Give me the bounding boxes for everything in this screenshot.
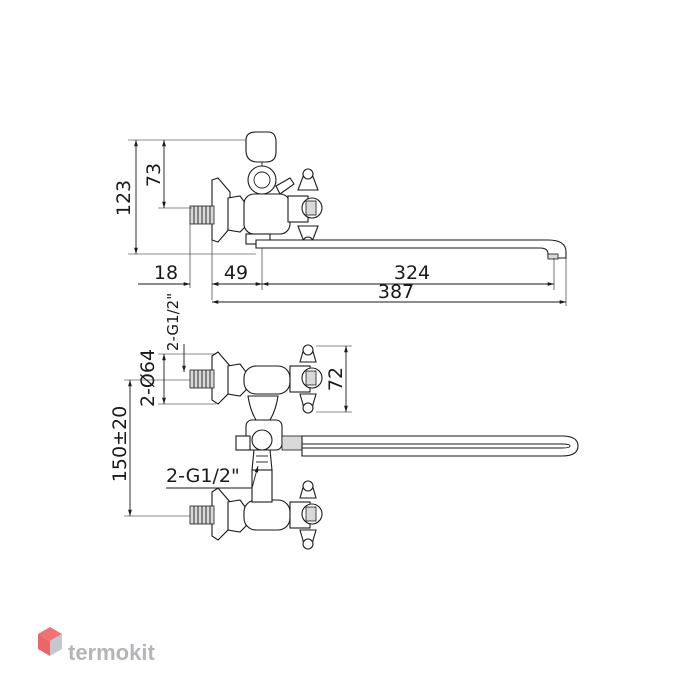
dim-73-label: 73 [143,163,165,187]
front-spout [301,435,579,457]
side-valve-cap-inner [305,200,317,216]
side-shower-holder [245,131,277,163]
front-diverter [235,395,303,471]
dim-flange-diameter: 2-Ø64 [137,349,216,407]
dim-123: 123 [113,139,256,255]
front-lower-valve [189,469,323,550]
side-wall-flange [211,177,231,243]
side-hex-nut [227,195,247,233]
front-view: 2-G1/2" 2-Ø64 [109,293,579,550]
dim-72: 72 [316,345,352,413]
side-thread-marks [193,206,211,224]
front-upper-valve [189,344,323,414]
watermark-logo: termokit [38,627,155,665]
dim-72-label: 72 [325,367,347,391]
dim-324-label: 324 [394,262,430,284]
side-diverter-knob [247,165,277,195]
dim-18: 18 [138,262,232,286]
dim-123-label: 123 [113,180,135,216]
dim-387-label: 387 [378,281,414,303]
dim-150: 150±20 [109,379,190,517]
dim-324: 324 [262,262,554,286]
dim-49-label: 49 [224,262,248,284]
thread-label-vertical: 2-G1/2" [164,293,182,351]
thread-mid-callout: 2-G1/2" [166,465,259,489]
dim-18-label: 18 [154,262,178,284]
side-diverter-lever [275,177,295,195]
watermark-text: termokit [68,640,155,665]
side-aerator [547,253,559,260]
side-mixer-body [243,193,291,235]
cube-icon [38,627,62,656]
side-view: 123 73 18 49 324 [113,131,567,306]
dim-73: 73 [143,140,192,209]
side-spout [255,239,567,259]
dim-64-label: 2-Ø64 [137,349,159,407]
dim-49: 49 [212,262,262,286]
front-lower-flange [211,487,231,541]
thread-mid-label: 2-G1/2" [166,465,240,487]
dim-387: 387 [212,281,566,304]
dim-150-label: 150±20 [109,406,131,482]
front-upper-flange [211,351,231,405]
